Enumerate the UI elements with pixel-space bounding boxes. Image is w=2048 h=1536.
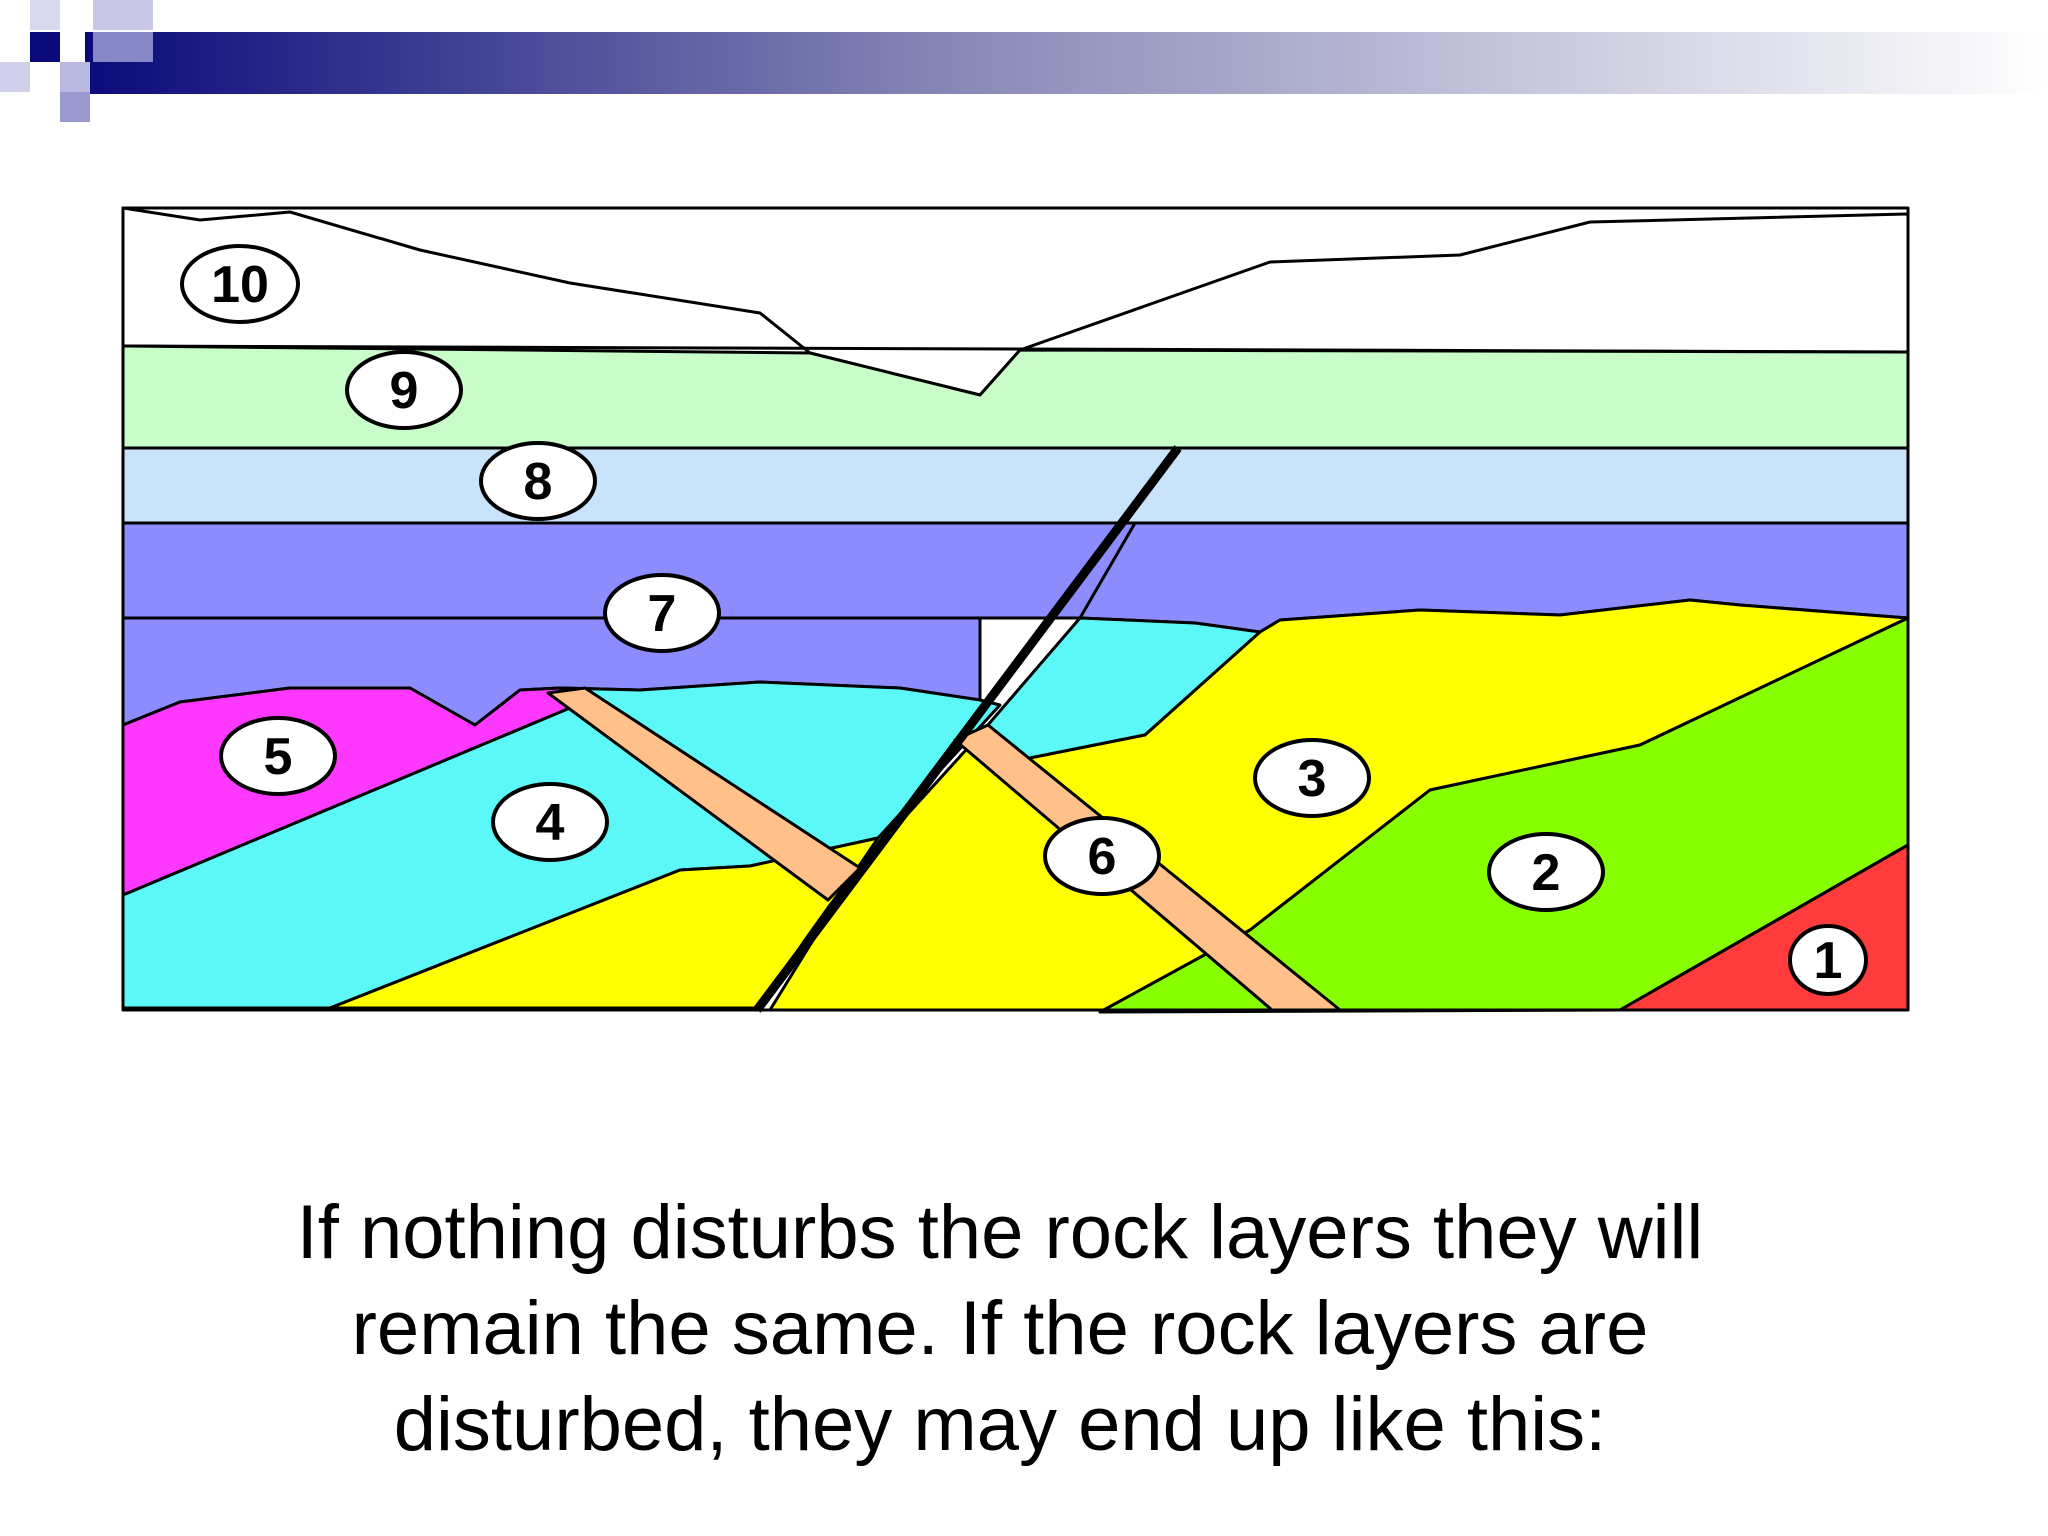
layer-label-8-text: 8 (524, 453, 553, 511)
layer-label-3-text: 3 (1298, 750, 1327, 808)
header-gradient-band (85, 32, 2048, 94)
layer-label-6-text: 6 (1088, 828, 1117, 886)
layer-label-9-text: 9 (390, 362, 419, 420)
header-square (30, 0, 60, 30)
layer-label-2-text: 2 (1532, 844, 1561, 902)
layer-label-3: 3 (1253, 738, 1371, 818)
slide-header-bar (0, 0, 2048, 122)
layer-label-1: 1 (1788, 924, 1868, 996)
layer-label-7-text: 7 (648, 585, 677, 643)
header-square (60, 92, 90, 122)
slide-caption: If nothing disturbs the rock layers they… (150, 1185, 1850, 1473)
layer-label-6: 6 (1043, 816, 1161, 896)
layer-label-10: 10 (180, 244, 300, 324)
caption-line-2: remain the same. If the rock layers are (351, 1286, 1649, 1371)
layer-label-5-text: 5 (264, 728, 293, 786)
header-square (93, 32, 153, 62)
layer-label-7: 7 (603, 573, 721, 653)
layer-label-10-text: 10 (211, 256, 269, 314)
fault-line (753, 445, 1182, 1013)
header-square (93, 0, 153, 30)
layer-label-5: 5 (219, 716, 337, 796)
layer-label-2: 2 (1487, 832, 1605, 912)
layer-label-1-text: 1 (1814, 932, 1843, 990)
caption-line-1: If nothing disturbs the rock layers they… (296, 1190, 1704, 1275)
layer-label-9: 9 (345, 350, 463, 430)
rock-layer-8 (121, 446, 1910, 525)
layer-label-4: 4 (491, 782, 609, 862)
diagram-frame (121, 206, 1910, 1012)
layer-label-4-text: 4 (536, 794, 565, 852)
header-square (30, 32, 60, 62)
layer-label-8: 8 (479, 441, 597, 521)
caption-line-3: disturbed, they may end up like this: (393, 1382, 1607, 1467)
header-square (60, 62, 90, 92)
header-square (0, 62, 30, 92)
